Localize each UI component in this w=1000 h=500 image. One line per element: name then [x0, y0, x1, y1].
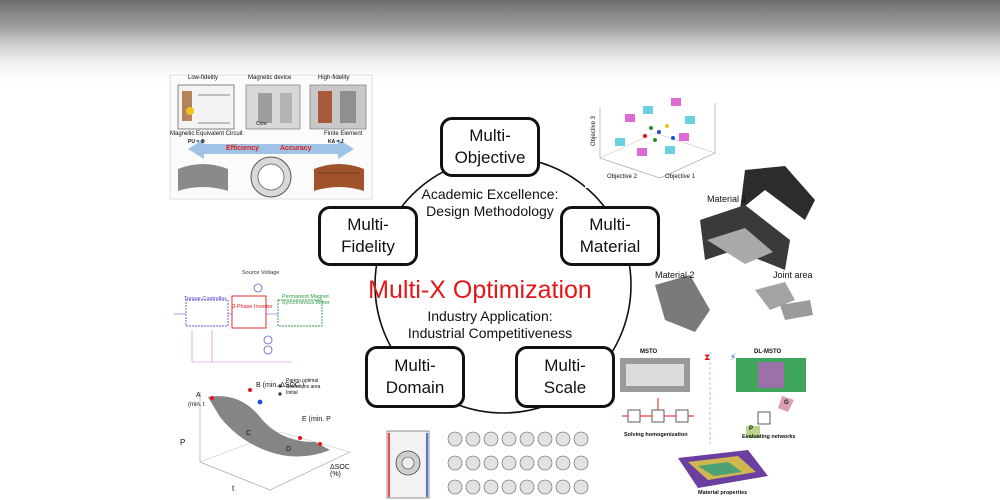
dl-msto-label: DL-MSTO — [754, 349, 782, 355]
objective-y-label: Objective 2 — [607, 174, 638, 180]
material-properties-label: Material properties — [698, 490, 748, 496]
objective-x-label: Objective 1 — [665, 174, 696, 180]
industry-line1: Industry Application: — [427, 308, 553, 324]
motor-label: Permanent Magnet Synchronous Motor — [282, 294, 330, 306]
multi-objective-box[interactable]: Multi- Objective — [440, 117, 540, 177]
academic-line1: Academic Excellence: — [421, 186, 559, 202]
pareto-panel: Pareto optimal Selections area Initial B… — [180, 372, 356, 500]
point-d-label: D — [286, 446, 292, 453]
academic-line2: Design Methodology — [426, 203, 554, 219]
pareto-legend: Pareto optimal Selections area Initial — [286, 378, 320, 396]
svg-text:⚡: ⚡ — [730, 353, 736, 363]
fe-equation: KA = J — [328, 139, 344, 145]
evaluating-label: Evaluating networks — [742, 434, 796, 440]
fidelity-panel: Low-fidelity Magnetic device High-fideli… — [168, 73, 374, 201]
accuracy-label: Accuracy — [280, 145, 312, 152]
scale-panel: ⧗ ⚡ MSTO DL-MSTO Solving homogenization … — [618, 348, 830, 500]
point-a-sub: (min. t — [188, 402, 205, 408]
academic-caption: Academic Excellence: Design Methodology — [390, 186, 590, 220]
high-fidelity-label: High-fidelity — [318, 75, 350, 81]
domain-circuit — [174, 272, 336, 376]
multi-material-box[interactable]: Multi- Material — [560, 206, 660, 266]
core-label: Core — [256, 121, 267, 127]
material-illustration — [655, 166, 815, 332]
multi-domain-box[interactable]: Multi- Domain — [365, 346, 465, 408]
magnetic-device-label: Magnetic device — [248, 75, 292, 81]
legend-selection: Selections area — [286, 384, 321, 390]
scale-illustration: ⧗ ⚡ — [620, 352, 806, 488]
solving-label: Solving homogenization — [624, 432, 688, 438]
legend-initial: Initial — [286, 390, 298, 396]
pareto-plot — [199, 384, 351, 491]
objective-z-label: Objective 3 — [591, 115, 598, 147]
low-fidelity-label: Low-fidelity — [188, 75, 219, 81]
material1-label: Material 1 — [707, 194, 747, 204]
efficiency-label: Efficiency — [226, 145, 260, 152]
motor-label-line1: Permanent Magnet — [282, 294, 329, 300]
motor-label-line2: Synchronous Motor — [282, 300, 330, 306]
point-c-label: C — [246, 430, 252, 437]
multi-fidelity-box[interactable]: Multi- Fidelity — [318, 206, 418, 266]
point-a-label: A — [196, 392, 201, 399]
industry-line2: Industrial Competitiveness — [407, 325, 573, 341]
inverter-label: 3-Phase Inverter — [232, 304, 273, 310]
msto-label: MSTO — [640, 349, 658, 355]
pareto-x-label: t — [232, 484, 235, 493]
point-e-label: E (min. P — [302, 416, 331, 423]
objective-scatter — [599, 98, 716, 179]
center-title: Multi-X Optimization — [368, 276, 592, 304]
svg-text:⧗: ⧗ — [704, 353, 710, 363]
p-node-label: P — [749, 426, 754, 432]
pareto-y-label: ΔSOC (%) — [330, 464, 350, 478]
microstructure-grid — [386, 430, 589, 499]
legend-pareto: Pareto optimal — [286, 378, 319, 384]
g-node-label: G — [784, 400, 789, 406]
point-b-label: B (min. ΔSOC ) — [256, 382, 305, 389]
fidelity-illustration — [169, 74, 373, 200]
fe-label: Finite Element — [324, 131, 363, 137]
objective-panel: Objective 1 Objective 2 Objective 3 — [585, 88, 725, 188]
material-panel: Material 1 Material 2 Joint area — [645, 160, 825, 345]
joint-area-label: Joint area — [773, 270, 813, 280]
torque-controller-label: Torque Controller — [184, 296, 227, 302]
mec-equation: PU = Φ — [188, 139, 205, 145]
source-voltage-label: Source Voltage — [242, 270, 280, 276]
multi-scale-box[interactable]: Multi- Scale — [515, 346, 615, 408]
industry-caption: Industry Application: Industrial Competi… — [380, 308, 600, 342]
domain-panel: Source Voltage Torque Controller 3-Phase… — [172, 270, 338, 378]
mec-label: Magnetic Equivalent Circuit — [170, 131, 243, 137]
material2-label: Material 2 — [655, 270, 695, 280]
pareto-z-label: P — [180, 438, 186, 447]
microstructure-panel — [385, 425, 607, 500]
